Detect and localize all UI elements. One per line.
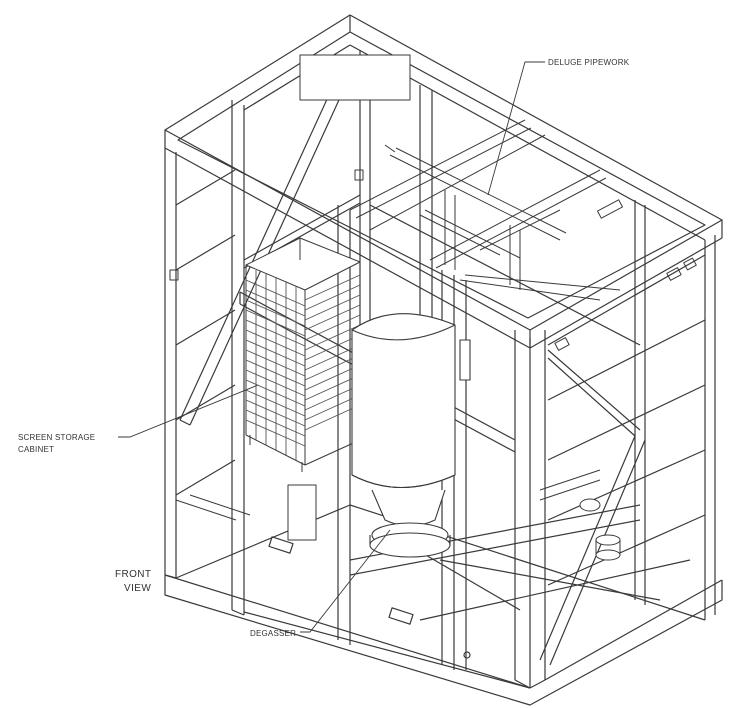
right-back-post: [634, 200, 716, 620]
top-frame-inner: [177, 31, 706, 319]
screen-storage-label-line2: CABINET: [18, 445, 54, 454]
post-clips: [169, 169, 697, 351]
front-view-label-line2: VIEW: [124, 583, 151, 594]
floor-detail-left: [175, 484, 317, 541]
deluge-pipework-label: DELUGE PIPEWORK: [548, 58, 630, 67]
degasser-leader: [300, 529, 391, 633]
pipe-bracket-right: [597, 199, 623, 219]
fork-pocket-left: [268, 536, 294, 554]
degasser-vessel: [351, 313, 471, 558]
right-end-frame: [539, 254, 706, 666]
base-skid: [164, 504, 723, 706]
top-nameplate-panel: [299, 54, 411, 101]
degasser-label: DEGASSER: [250, 629, 296, 638]
fork-pocket-right: [388, 607, 414, 625]
front-view-label-line1: FRONT: [115, 569, 151, 580]
deluge-pipework: [349, 69, 623, 301]
front-left-post: [231, 100, 245, 616]
screen-storage-cabinet: [245, 237, 361, 472]
deluge-pipework-leader: [487, 61, 545, 196]
screen-storage-leader: [118, 384, 259, 438]
front-corner-post: [514, 330, 546, 689]
lifting-hole: [463, 651, 471, 659]
screen-storage-label-line1: SCREEN STORAGE: [18, 433, 95, 442]
floor-pump: [539, 469, 621, 561]
